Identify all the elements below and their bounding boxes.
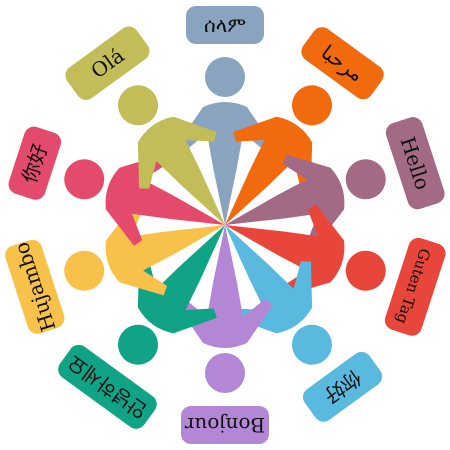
- person-figure-1: [225, 85, 332, 225]
- greeting-label-8: 你好: [8, 126, 62, 200]
- person-head-0: [205, 57, 245, 97]
- person-head-2: [345, 159, 386, 200]
- greeting-text-0: ሰላም: [204, 13, 246, 37]
- greeting-label-7: Hujambo: [5, 239, 65, 334]
- greeting-label-3: Guten Tag: [384, 237, 446, 336]
- person-figure-6: [118, 225, 226, 365]
- person-figure-4: [225, 225, 332, 365]
- person-body-4: [225, 225, 313, 334]
- person-body-3: [225, 204, 345, 296]
- person-figure-5: [177, 225, 273, 393]
- greeting-label-bg-6: [58, 344, 157, 429]
- person-figure-9: [118, 85, 225, 225]
- greeting-label-bg-5: [181, 406, 269, 444]
- person-body-8: [105, 154, 225, 246]
- person-head-3: [345, 250, 386, 291]
- greeting-label-bg-0: [186, 6, 264, 44]
- greeting-label-bg-2: [385, 117, 445, 210]
- person-body-6: [137, 225, 226, 334]
- greeting-label-bg-9: [65, 26, 150, 100]
- person-body-1: [225, 116, 313, 225]
- greeting-label-bg-8: [8, 126, 62, 200]
- greeting-label-bg-3: [384, 237, 446, 336]
- greeting-label-0: ሰላም: [186, 6, 264, 44]
- greeting-label-5: Bonjour: [181, 406, 269, 444]
- person-head-7: [64, 250, 105, 291]
- person-head-9: [118, 85, 159, 126]
- person-head-1: [291, 85, 332, 126]
- greeting-label-2: Hello: [385, 117, 445, 210]
- person-figure-0: [177, 57, 273, 225]
- greeting-text-5: Bonjour: [184, 413, 265, 437]
- person-head-5: [205, 353, 245, 393]
- person-figure-8: [64, 154, 225, 246]
- greeting-label-bg-1: [301, 27, 384, 100]
- people-ring: [64, 57, 386, 393]
- person-head-8: [64, 159, 105, 200]
- person-figure-3: [225, 204, 386, 296]
- person-head-6: [118, 324, 159, 365]
- person-body-9: [137, 116, 225, 225]
- person-head-4: [291, 324, 332, 365]
- greeting-label-bg-4: [302, 351, 383, 422]
- greeting-label-bg-7: [5, 239, 65, 334]
